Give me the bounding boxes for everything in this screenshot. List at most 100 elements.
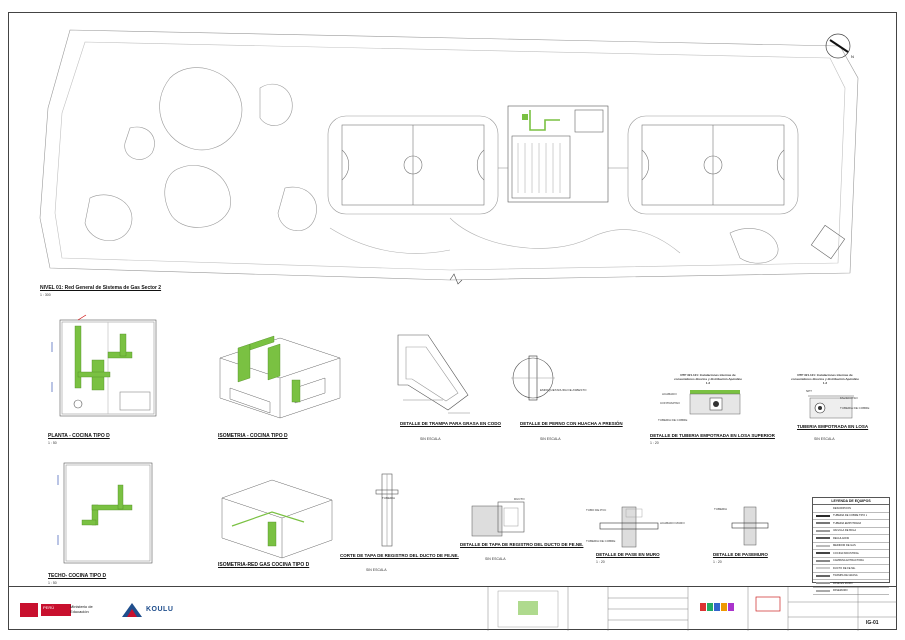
legend-row: TUBERIA DE COBRE TIPO L: [813, 513, 889, 520]
detail-title-trampa: DETALLE DE TRAMPA PARA GRASA EN CODO: [400, 421, 501, 426]
label-tuberia-cobre-3: TUBERIA DE COBRE: [586, 539, 616, 543]
detail-scale-losa: SIN ESCALA: [814, 437, 835, 441]
legend-row: CAMPANA EXTRACTORA: [813, 558, 889, 565]
tapa-registro-drawing: [471, 501, 525, 537]
detail-scale-trampa: SIN ESCALA: [420, 437, 441, 441]
label-acabado: ACABADO: [662, 392, 677, 396]
label-tubo-pvc: TUBO DE PVC: [586, 508, 607, 512]
title-block: PERÚ Ministerio de Educación KOULU IG-01: [8, 586, 897, 631]
legend-swatch: [816, 567, 830, 570]
legend-label: COCINA INDUSTRIAL: [833, 551, 860, 555]
detail-title-pasemuro: DETALLE DE PASEMURO: [713, 552, 768, 557]
label-ducto: DUCTO: [514, 497, 525, 501]
detail-title-losa: TUBERIA EMPOTRADA EN LOSA: [797, 424, 869, 429]
legend-row: PASEMURO: [813, 588, 889, 595]
legend-swatch: [816, 514, 830, 517]
koulu-brand: KOULU: [146, 606, 174, 613]
legend-label: VALVULA DE BOLA: [833, 529, 857, 533]
peru-logo: [20, 603, 38, 617]
detail-scale-planta: 1 : 50: [48, 441, 57, 445]
label-tuberia-pasemuro: TUBERIA: [714, 507, 728, 511]
legend-row: REGULADOR: [813, 535, 889, 543]
detail-title-techo: TECHO- COCINA TIPO D: [48, 573, 107, 579]
perno-huacha-drawing: [511, 355, 555, 401]
pasemuro-drawing: [731, 506, 769, 546]
detail-title-empotrada: DETALLE DE TUBERIA EMPOTRADA EN LOSA SUP…: [650, 433, 775, 438]
detail-scale-perno: SIN ESCALA: [540, 437, 561, 441]
legend-title: LEYENDA DE EQUIPOS: [813, 498, 889, 505]
equipment-legend: LEYENDA DE EQUIPOS DESCRIPCION TUBERIA DE…: [812, 497, 890, 595]
detail-scale-tapa: SIN ESCALA: [485, 557, 506, 561]
koulu-logo-icon: [122, 603, 142, 617]
planta-cocina-drawing: [51, 314, 157, 417]
legend-swatch: [816, 559, 830, 562]
legend-label: PASE EN MURO: [833, 581, 853, 585]
legend-row: COCINA INDUSTRIAL: [813, 550, 889, 558]
legend-swatch: [816, 529, 830, 532]
label-falso-piso: FALSO PISO: [840, 396, 858, 400]
sheet-frame: [8, 12, 897, 630]
pase-muro-drawing: [599, 506, 659, 548]
legend-row: VALVULA DE BOLA: [813, 528, 889, 535]
detail-scale-corte: SIN ESCALA: [366, 568, 387, 572]
tuberia-empotrada-drawing: [689, 390, 741, 415]
legend-row: MEDIDOR DE GAS: [813, 543, 889, 550]
legend-label: TUBERIA EMPOTRADA: [833, 521, 862, 525]
legend-label: CAMPANA EXTRACTORA: [833, 559, 864, 563]
peru-text: PERÚ: [43, 605, 55, 610]
legend-swatch: [816, 574, 830, 577]
title-block-grid: [487, 587, 897, 631]
detail-title-pase: DETALLE DE PASE EN MURO: [596, 552, 660, 557]
site-plan: N: [39, 29, 859, 285]
legend-swatch: [816, 507, 830, 510]
detail-title-isored: ISOMETRIA-RED GAS COCINA TIPO D: [218, 562, 310, 568]
tuberia-losa-drawing: [808, 395, 854, 419]
detail-title-perno: DETALLE DE PERNO CON HUACHA A PRESIÓN: [520, 421, 623, 426]
legend-swatch: [816, 537, 830, 540]
plan-title: NIVEL 01: Red General de Sistema de Gas …: [40, 285, 162, 291]
legend-label: PASEMURO: [833, 589, 848, 593]
ntp-note-right: NTP 321.121: Instalaciones internas de c…: [791, 373, 859, 385]
legend-label: DUCTO DE FE.NE.: [833, 566, 856, 570]
ministry-text: Ministerio de Educación: [70, 604, 93, 614]
legend-label: TUBERIA DE COBRE TIPO L: [833, 514, 868, 518]
legend-label: TRAMPA DE GRASA: [833, 574, 858, 578]
legend-swatch: [816, 552, 830, 555]
detail-title-planta: PLANTA - COCINA TIPO D: [48, 433, 110, 439]
detail-title-isometria: ISOMETRIA - COCINA TIPO D: [218, 433, 288, 439]
detail-scale-pase: 1 : 20: [596, 560, 605, 564]
isometria-cocina-drawing: [219, 335, 341, 419]
sheet-number: IG-01: [866, 620, 879, 626]
north-label: N: [851, 54, 854, 59]
techo-cocina-drawing: [57, 462, 153, 564]
legend-rows: DESCRIPCION TUBERIA DE COBRE TIPO L TUBERI…: [813, 505, 889, 595]
legend-label: DESCRIPCION: [833, 506, 852, 510]
label-tuberia-cobre-2: TUBERIA DE COBRE: [840, 406, 870, 410]
label-empaquetadura: EMPAQUETADURA DE ASBESTO: [540, 388, 587, 392]
legend-row: PASE EN MURO: [813, 580, 889, 588]
ntp-note-left: NTP 321.121: Instalaciones internas de c…: [674, 373, 742, 385]
label-tuberia-cobre-1: TUBERIA DE COBRE: [658, 418, 688, 422]
label-contrapiso: CONTRAPISO: [660, 401, 680, 405]
detail-scale-empotrada: 1 : 20: [650, 441, 659, 445]
legend-swatch: [816, 589, 830, 592]
legend-swatch: [816, 582, 830, 585]
legend-label: REGULADOR: [833, 536, 850, 540]
legend-label: MEDIDOR DE GAS: [833, 544, 856, 548]
legend-row: DUCTO DE FE.NE.: [813, 565, 889, 573]
label-npt: NPT: [806, 389, 812, 393]
trampa-grasa-drawing: [397, 334, 470, 414]
plan-scale: 1 : 300: [40, 293, 51, 297]
corte-tapa-drawing: [375, 473, 399, 547]
legend-row: DESCRIPCION: [813, 505, 889, 513]
detail-title-tapa: DETALLE DE TAPA DE REGISTRO DEL DUCTO DE…: [460, 542, 584, 547]
legend-row: TUBERIA EMPOTRADA: [813, 520, 889, 528]
detail-title-corte: CORTE DE TAPA DE REGISTRO DEL DUCTO DE F…: [340, 553, 459, 558]
label-acabado-muro: ACABADO MURO: [660, 521, 685, 525]
detail-scale-techo: 1 : 50: [48, 581, 57, 585]
legend-swatch: [816, 544, 830, 547]
detail-scale-pasemuro: 1 : 20: [713, 560, 722, 564]
isometria-red-drawing: [221, 479, 333, 559]
label-tuberia-corte: TUBERIA: [382, 496, 396, 500]
